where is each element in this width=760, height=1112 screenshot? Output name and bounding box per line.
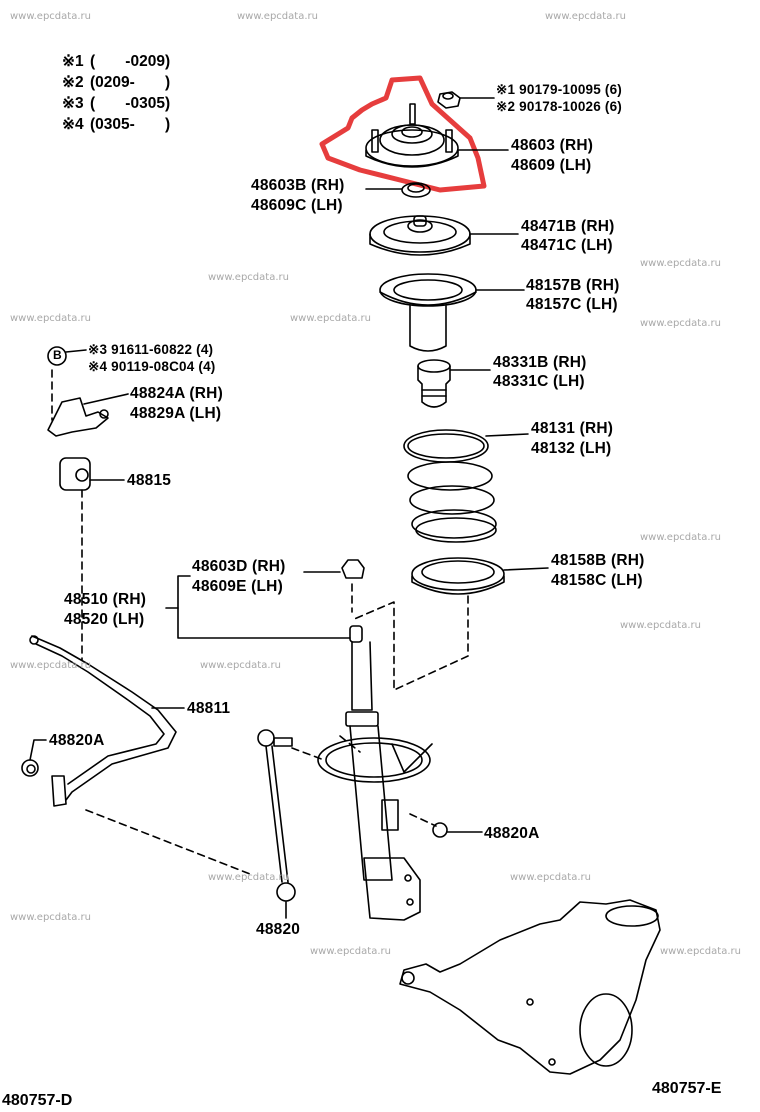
- watermark: www.epcdata.ru: [200, 660, 281, 671]
- watermark: www.epcdata.ru: [237, 11, 318, 22]
- part-label-mount-nut[interactable]: ※2 90178-10026 (6): [496, 99, 622, 114]
- mount-nut-icon[interactable]: [437, 91, 495, 109]
- part-label-insulator[interactable]: 48157C (LH): [526, 296, 618, 313]
- part-label-mount-nut[interactable]: ※1 90179-10095 (6): [496, 82, 622, 97]
- note-mark: ※4: [62, 116, 84, 133]
- note-mark: ※1: [62, 53, 84, 70]
- bolt-ref-b-icon[interactable]: [47, 346, 87, 366]
- bearing-icon[interactable]: [365, 182, 431, 198]
- part-label-bracket-bolt[interactable]: ※4 90119-08C04 (4): [88, 359, 216, 374]
- part-label-bearing[interactable]: 48603B (RH): [251, 177, 345, 194]
- watermark: www.epcdata.ru: [208, 872, 289, 883]
- watermark: www.epcdata.ru: [640, 318, 721, 329]
- part-label-shock-absorber[interactable]: 48510 (RH): [64, 591, 147, 608]
- part-label-stab-nut-right[interactable]: 48820A: [484, 825, 540, 842]
- stabilizer-bar-icon[interactable]: [29, 635, 185, 807]
- bump-stopper-icon[interactable]: [417, 359, 491, 408]
- part-label-spring-seat-upper[interactable]: 48471C (LH): [521, 237, 613, 254]
- part-label-bearing[interactable]: 48609C (LH): [251, 197, 343, 214]
- note-line: ※3 ( -0305): [62, 94, 170, 113]
- watermark: www.epcdata.ru: [310, 946, 391, 957]
- watermark: www.epcdata.ru: [10, 313, 91, 324]
- part-label-bump-stopper[interactable]: 48331B (RH): [493, 354, 587, 371]
- shock-absorber-icon[interactable]: [317, 625, 433, 921]
- part-label-spring-seat-upper[interactable]: 48471B (RH): [521, 218, 615, 235]
- upper-spring-seat-icon[interactable]: [369, 215, 519, 256]
- part-label-coil-spring[interactable]: 48131 (RH): [531, 420, 614, 437]
- stabilizer-nut-left-icon[interactable]: [21, 739, 47, 777]
- note-line: ※1 ( -0209): [62, 52, 170, 71]
- part-label-bracket-bolt[interactable]: ※3 91611-60822 (4): [88, 342, 214, 357]
- part-label-shock-absorber[interactable]: 48520 (LH): [64, 611, 145, 628]
- note-range: ( -0305): [90, 95, 171, 112]
- watermark: www.epcdata.ru: [640, 532, 721, 543]
- watermark: www.epcdata.ru: [545, 11, 626, 22]
- note-mark: ※3: [62, 95, 84, 112]
- part-label-strut-nut[interactable]: 48603D (RH): [192, 558, 286, 575]
- coil-spring-icon[interactable]: [403, 429, 529, 543]
- part-label-insulator[interactable]: 48157B (RH): [526, 277, 620, 294]
- insulator-icon[interactable]: [379, 273, 525, 352]
- highlight-outline: [319, 75, 487, 193]
- watermark: www.epcdata.ru: [10, 11, 91, 22]
- watermark: www.epcdata.ru: [208, 272, 289, 283]
- figure-code-right: 480757-E: [652, 1080, 722, 1097]
- watermark: www.epcdata.ru: [10, 660, 91, 671]
- shock-bracket-line: [165, 575, 351, 639]
- note-range: (0209- ): [90, 74, 171, 91]
- bracket-icon[interactable]: [47, 393, 129, 437]
- part-label-bracket[interactable]: 48824A (RH): [130, 385, 223, 402]
- watermark: www.epcdata.ru: [290, 313, 371, 324]
- figure-code-left: 480757-D: [2, 1092, 73, 1109]
- note-range: ( -0209): [90, 53, 171, 70]
- watermark: www.epcdata.ru: [640, 258, 721, 269]
- stabilizer-nut-right-icon[interactable]: [432, 822, 483, 838]
- strut-nut-icon[interactable]: [303, 559, 365, 579]
- stabilizer-link-icon[interactable]: [257, 729, 296, 919]
- part-label-bump-stopper[interactable]: 48331C (LH): [493, 373, 585, 390]
- note-range: (0305- ): [90, 116, 171, 133]
- steering-knuckle-icon[interactable]: [399, 899, 661, 1075]
- watermark: www.epcdata.ru: [660, 946, 741, 957]
- strut-support-icon[interactable]: [365, 103, 509, 168]
- part-label-support[interactable]: 48603 (RH): [511, 137, 594, 154]
- bolt-ref-b-label: B: [53, 348, 62, 362]
- watermark: www.epcdata.ru: [510, 872, 591, 883]
- part-label-stabilizer-bar[interactable]: 48811: [187, 700, 231, 717]
- part-label-support[interactable]: 48609 (LH): [511, 157, 592, 174]
- part-label-stab-link[interactable]: 48820: [256, 921, 301, 938]
- part-label-stab-nut-left[interactable]: 48820A: [49, 732, 105, 749]
- note-line: ※2 (0209- ): [62, 73, 170, 92]
- note-mark: ※2: [62, 74, 84, 91]
- part-label-lower-insulator[interactable]: 48158B (RH): [551, 552, 645, 569]
- watermark: www.epcdata.ru: [10, 912, 91, 923]
- lower-spring-insulator-icon[interactable]: [411, 557, 549, 595]
- bushing-icon[interactable]: [59, 457, 125, 491]
- part-label-bushing[interactable]: 48815: [127, 472, 172, 489]
- part-label-bracket[interactable]: 48829A (LH): [130, 405, 222, 422]
- note-line: ※4 (0305- ): [62, 115, 170, 134]
- watermark: www.epcdata.ru: [620, 620, 701, 631]
- part-label-lower-insulator[interactable]: 48158C (LH): [551, 572, 643, 589]
- part-label-coil-spring[interactable]: 48132 (LH): [531, 440, 612, 457]
- part-label-strut-nut[interactable]: 48609E (LH): [192, 578, 283, 595]
